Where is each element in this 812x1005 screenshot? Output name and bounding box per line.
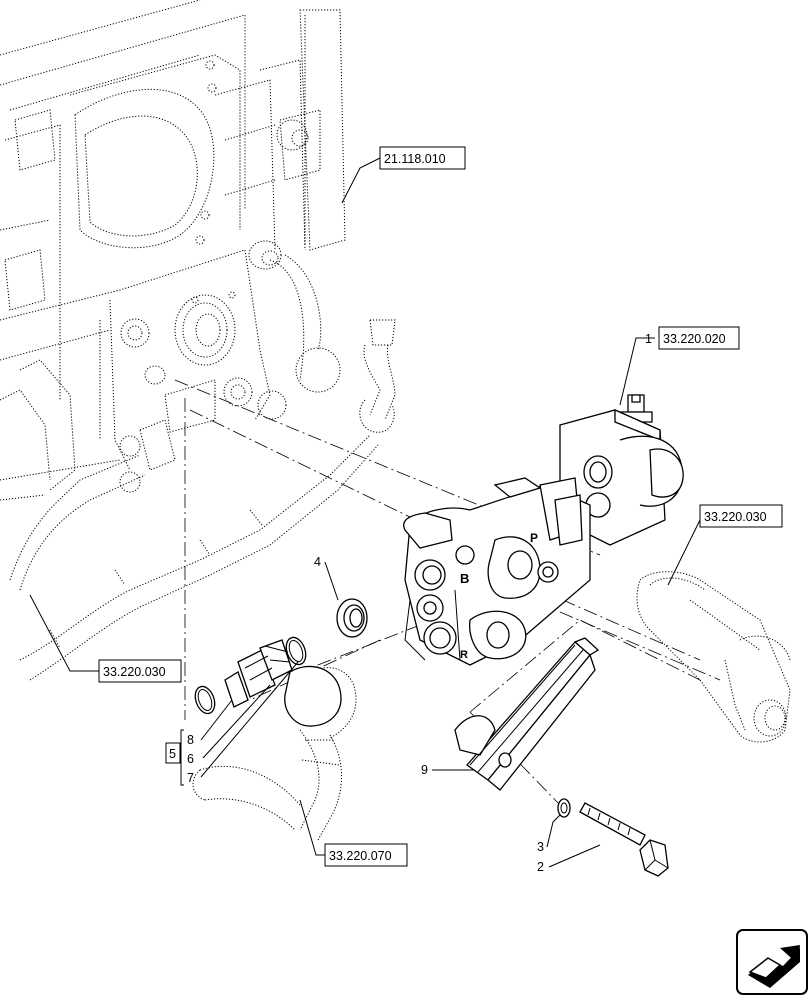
reference-33-220-030-right-label: 33.220.030	[704, 510, 767, 524]
adapter-fitting	[224, 639, 293, 708]
reference-21-118-010[interactable]: 21.118.010	[379, 146, 466, 170]
reference-33-220-030-left-label: 33.220.030	[103, 665, 166, 679]
reference-33-220-030-right[interactable]: 33.220.030	[699, 504, 783, 528]
port-label-b: B	[460, 571, 469, 586]
callout-4: 4	[314, 555, 321, 569]
callout-group-5: 5	[165, 729, 184, 786]
reference-33-220-070[interactable]: 33.220.070	[324, 843, 408, 867]
reference-33-220-030-left[interactable]: 33.220.030	[98, 659, 182, 683]
valve-assembly	[403, 394, 684, 666]
seal-washer	[336, 598, 368, 638]
reference-33-220-020-label: 33.220.020	[663, 332, 726, 346]
callout-6: 6	[187, 752, 194, 766]
callout-1: 1	[645, 332, 652, 346]
reference-21-118-010-label: 21.118.010	[384, 152, 446, 166]
callout-8: 8	[187, 733, 194, 747]
handle-right	[636, 571, 791, 743]
callout-3: 3	[537, 840, 544, 854]
callout-9: 9	[421, 763, 428, 777]
callout-7: 7	[187, 771, 194, 785]
engine-block	[0, 0, 346, 591]
pipe-dotted	[19, 319, 396, 681]
port-label-r: R	[460, 649, 468, 661]
callout-2: 2	[537, 860, 544, 874]
callout-5: 5	[169, 747, 176, 761]
bolt	[557, 798, 669, 877]
o-rings	[194, 636, 307, 715]
port-label-p: P	[530, 531, 538, 545]
reference-33-220-020[interactable]: 33.220.020	[658, 326, 740, 350]
hose	[192, 665, 357, 841]
reference-33-220-070-label: 33.220.070	[329, 849, 392, 863]
lever	[454, 637, 600, 791]
arrow-box-icon[interactable]	[736, 929, 808, 995]
